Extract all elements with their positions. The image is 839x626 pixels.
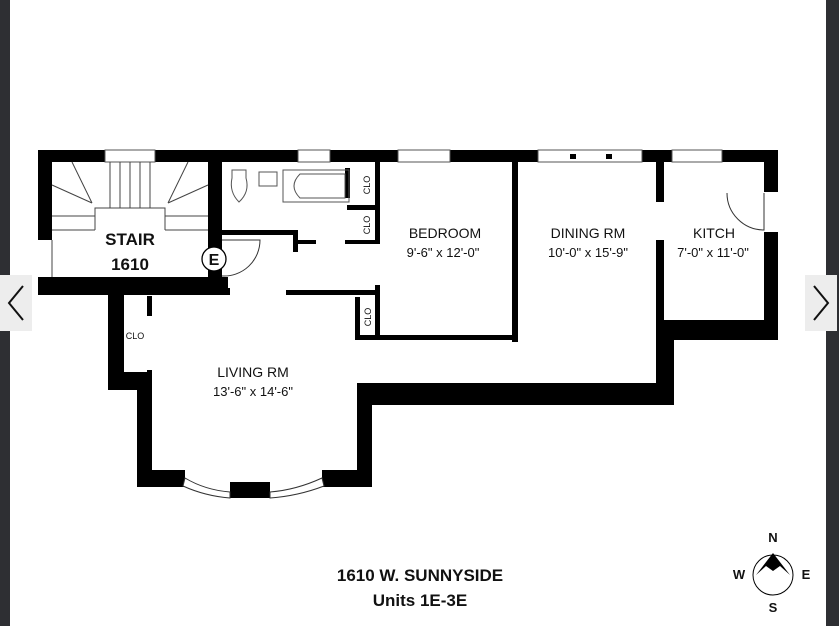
kitchen-label: KITCH (693, 225, 735, 241)
compass-e: E (802, 567, 811, 582)
kitchen-door (726, 192, 765, 231)
bedroom-label: BEDROOM (409, 225, 481, 241)
bay-window (182, 477, 325, 499)
closet-label: CLO (362, 176, 372, 195)
next-image-button[interactable] (805, 275, 837, 331)
entry-door (221, 239, 261, 277)
address-caption: 1610 W. SUNNYSIDE (336, 566, 504, 585)
entry-marker-label: E (209, 252, 220, 269)
bedroom-size: 9'-6" x 12'-0" (407, 245, 480, 260)
compass-icon: N S E W (733, 530, 811, 615)
closet-label: CLO (126, 331, 145, 341)
compass-n: N (768, 530, 777, 545)
closet-label: CLO (362, 216, 372, 235)
living-size: 13'-6" x 14'-6" (213, 384, 293, 399)
closet-label: CLO (363, 308, 373, 327)
compass-s: S (769, 600, 778, 615)
dining-label: DINING RM (551, 225, 626, 241)
entry-marker (201, 246, 227, 272)
previous-image-button[interactable] (0, 275, 32, 331)
dining-size: 10'-0" x 15'-9" (548, 245, 628, 260)
walls (38, 150, 778, 498)
kitchen-size: 7'-0" x 11'-0" (677, 245, 749, 260)
stair-label: STAIR (105, 230, 155, 249)
stair-number: 1610 (111, 255, 149, 274)
living-label: LIVING RM (217, 364, 289, 380)
bath-fixtures (230, 169, 350, 203)
stairs (51, 161, 209, 277)
compass-w: W (733, 567, 746, 582)
chevron-right-icon (813, 285, 830, 321)
chevron-left-icon (7, 285, 24, 321)
units-caption: Units 1E-3E (372, 591, 468, 610)
